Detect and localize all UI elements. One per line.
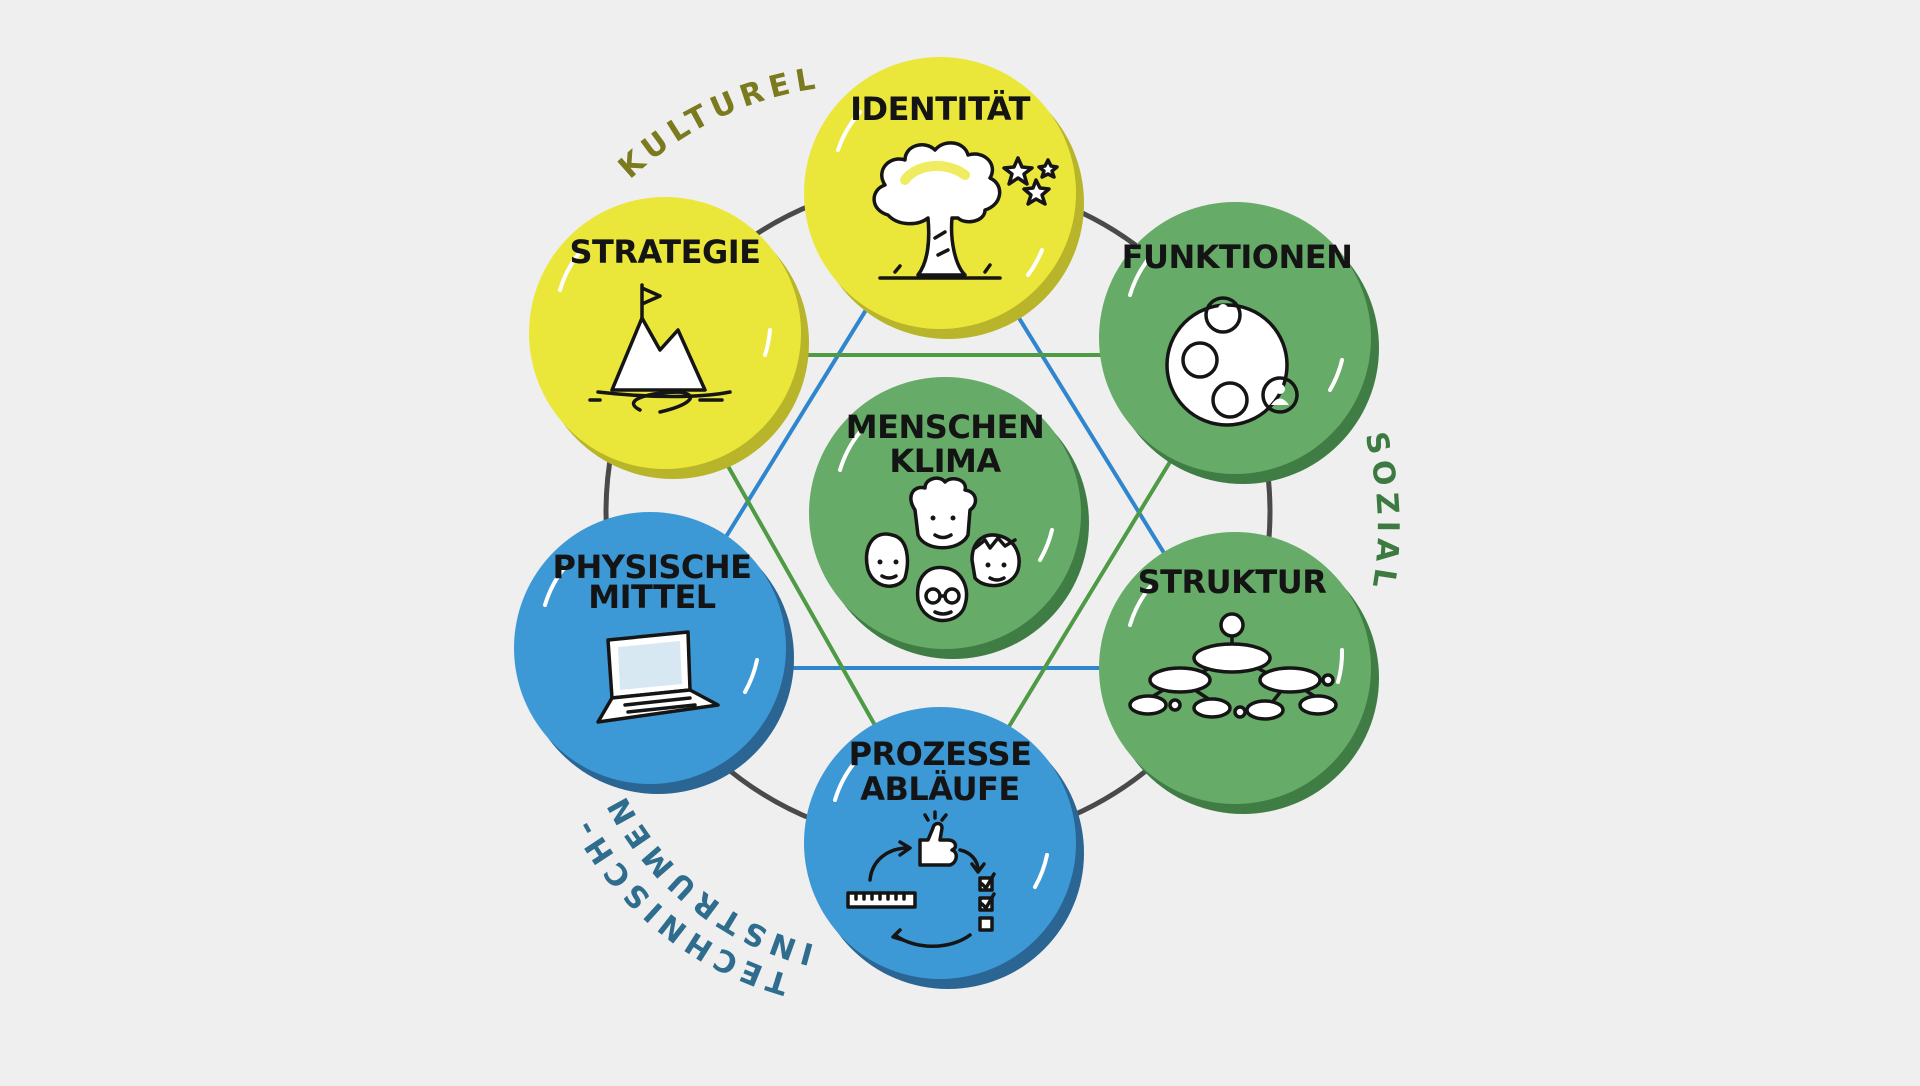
node-prozesse: PROZESSE ABLÄUFE [804, 707, 1084, 989]
node-physische-title-line1: PHYSISCHE [552, 548, 751, 586]
node-identitaet-gloss-right [1026, 248, 1044, 277]
mountain-flag-icon [588, 283, 732, 414]
node-struktur-title: STRUKTUR [1138, 563, 1327, 601]
node-prozesse-title-line1: PROZESSE [849, 735, 1032, 773]
green-triangle [661, 353, 1239, 844]
node-funktionen-gloss [1128, 255, 1152, 297]
node-strategie-gloss-right [763, 328, 772, 357]
node-struktur-gloss-right [1336, 648, 1345, 684]
node-menschen-title-line1: MENSCHEN [846, 408, 1044, 446]
process-cycle-icon [846, 810, 996, 948]
node-identitaet: IDENTITÄT [804, 57, 1084, 339]
node-menschen-gloss-right [1038, 528, 1054, 562]
blue-triangle [641, 186, 1239, 670]
node-physische-gloss-right [743, 658, 759, 694]
org-structure-icon [1128, 612, 1338, 721]
node-physische: PHYSISCHE MITTEL [514, 512, 794, 794]
node-prozesse-title-line2: ABLÄUFE [860, 770, 1020, 808]
node-physische-title-line2: MITTEL [588, 578, 716, 616]
node-identitaet-title: IDENTITÄT [850, 90, 1030, 128]
node-identitaet-gloss [836, 110, 862, 152]
hexagram-links [641, 186, 1239, 844]
node-struktur: STRUKTUR [1099, 532, 1379, 814]
tree-icon [872, 141, 1059, 280]
faces-icon [864, 476, 1021, 623]
node-funktionen-gloss-right [1328, 358, 1344, 392]
node-physische-gloss [543, 565, 567, 607]
node-strategie-gloss [558, 250, 582, 292]
node-struktur-gloss [1128, 585, 1152, 627]
node-menschen-gloss [838, 430, 862, 472]
node-menschen: MENSCHEN KLIMA [809, 377, 1089, 659]
node-strategie: STRATEGIE [529, 197, 809, 479]
node-funktionen-title: FUNKTIONEN [1122, 238, 1353, 276]
node-prozesse-gloss-right [1033, 853, 1049, 889]
node-prozesse-gloss [833, 760, 857, 802]
node-strategie-title: STRATEGIE [569, 233, 760, 271]
node-funktionen: FUNKTIONEN [1099, 202, 1379, 484]
people-circle-icon [1165, 296, 1299, 427]
laptop-icon [596, 630, 720, 724]
node-menschen-title-line2: KLIMA [889, 442, 1001, 480]
